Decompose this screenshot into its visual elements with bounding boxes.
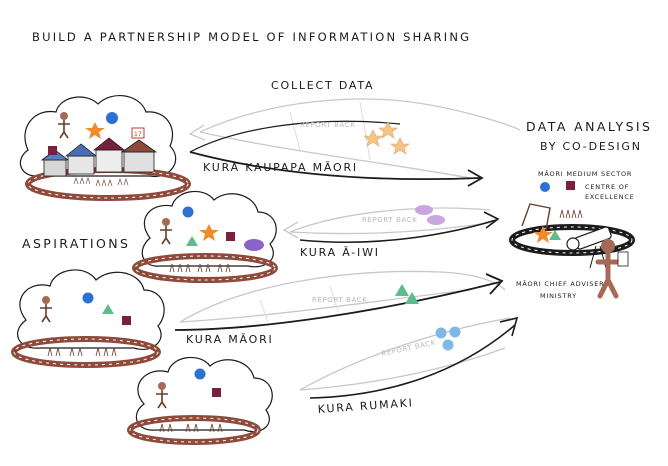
person-icon — [158, 382, 166, 390]
report-back-label-2: REPORT BACK — [362, 216, 417, 224]
orange-star-icon — [199, 224, 219, 241]
school-cluster-kura-maori — [11, 269, 165, 368]
aspirations-label: ASPIRATIONS — [22, 236, 130, 251]
peach-star-icon — [378, 121, 398, 139]
report-back-label-4: REPORT BACK — [381, 339, 437, 358]
sector-label: MĀORI MEDIUM SECTOR — [538, 169, 632, 178]
green-triangle-icon — [395, 284, 409, 296]
maroon-square-icon — [48, 146, 57, 155]
maroon-square-icon — [122, 316, 131, 325]
green-triangle-icon — [186, 236, 198, 246]
centre-label-1: CENTRE OF — [585, 183, 629, 191]
school-label-kura-a-iwi: KURA Ā-IWI — [300, 246, 380, 259]
blue-circle-icon — [106, 112, 118, 124]
blue-circle-icon — [182, 206, 194, 218]
green-triangle-icon — [102, 304, 114, 314]
school-cluster-kura-kaupapa-maori: 17 — [19, 95, 191, 201]
report-back-label-3: REPORT BACK — [312, 296, 367, 304]
lavender-ellipse-icon — [427, 215, 445, 225]
lavender-ellipse-icon — [415, 205, 433, 215]
thought-cloud — [17, 269, 165, 350]
report-back-label-1: REPORT BACK — [300, 121, 355, 129]
ministry-label: MINISTRY — [540, 292, 577, 300]
thought-cloud — [135, 356, 273, 433]
orange-star-icon — [533, 226, 553, 243]
school-label-kura-kaupapa-maori: KURA KAUPAPA MĀORI — [203, 161, 358, 174]
school-cluster-kura-a-iwi — [132, 190, 278, 283]
arrow-kura-kaupapa-maori: REPORT BACK KURA KAUPAPA MĀORI — [188, 98, 521, 187]
school-label-kura-rumaki: KURA RUMAKI — [317, 396, 414, 416]
analysis-title: DATA ANALYSIS — [526, 119, 652, 134]
orange-star-icon — [85, 122, 105, 139]
arrow-kura-maori: REPORT BACK KURA MĀORI — [174, 270, 506, 346]
peach-star-icon — [390, 137, 410, 155]
arrow-kura-a-iwi: REPORT BACK KURA Ā-IWI — [282, 205, 500, 259]
adviser-label: MĀORI CHIEF ADVISER — [516, 279, 604, 288]
blue-circle-icon — [540, 182, 550, 192]
light-blue-circle-icon — [449, 326, 461, 338]
diagram-title: BUILD A PARTNERSHIP MODEL OF INFORMATION… — [32, 30, 471, 44]
person-icon — [42, 296, 50, 304]
school-cluster-kura-rumaki — [127, 356, 273, 445]
analysis-subtitle: BY CO-DESIGN — [540, 140, 642, 153]
arrow-kura-rumaki: REPORT BACK KURA RUMAKI — [299, 316, 519, 416]
centre-label-2: EXCELLENCE — [585, 193, 635, 201]
maroon-square-icon — [212, 388, 221, 397]
svg-text:17: 17 — [134, 131, 142, 138]
purple-ellipse-icon — [244, 239, 264, 251]
telescope-icon — [566, 226, 612, 269]
green-triangle-icon — [549, 230, 561, 240]
person-icon — [162, 218, 170, 226]
blue-circle-icon — [194, 368, 206, 380]
collect-data-label: COLLECT DATA — [271, 79, 374, 92]
blue-circle-icon — [82, 292, 94, 304]
light-blue-circle-icon — [435, 327, 447, 339]
green-triangle-icon — [405, 292, 419, 304]
school-label-kura-maori: KURA MĀORI — [186, 333, 274, 346]
adviser-person-icon — [595, 239, 629, 299]
maroon-square-icon — [226, 232, 235, 241]
light-blue-circle-icon — [442, 339, 454, 351]
person-icon — [60, 112, 68, 120]
data-analysis-panel: DATA ANALYSIS BY CO-DESIGN MĀORI MEDIUM … — [509, 119, 652, 300]
maroon-square-icon — [566, 181, 575, 190]
peach-star-icon — [363, 129, 383, 147]
